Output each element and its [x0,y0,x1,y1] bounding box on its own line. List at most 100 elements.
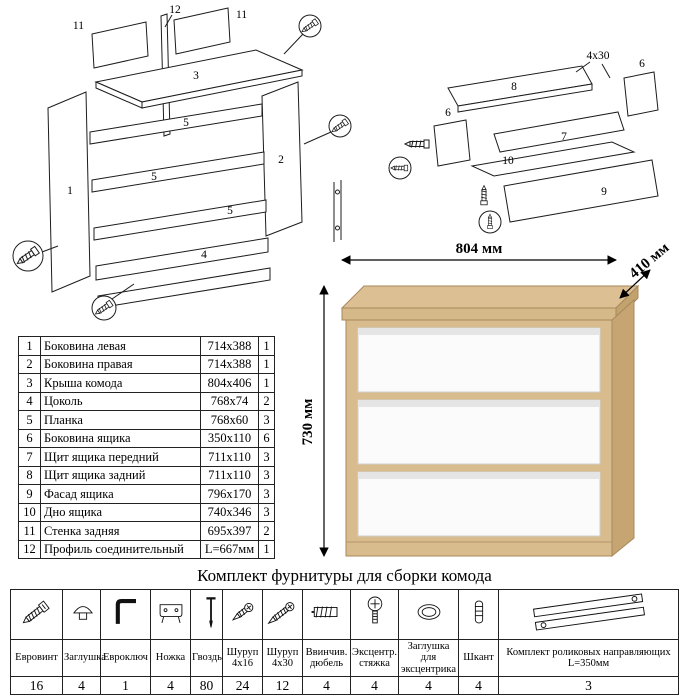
part-name: Крыша комода [40,373,201,393]
frame-part-right-side [261,81,303,237]
screw-4x30-icon [267,602,295,625]
frame-part-rail-3 [93,199,267,241]
part-qty: 2 [258,521,275,541]
screw-callout-icon [480,185,488,206]
part-qty: 3 [258,484,275,504]
hw-name: Ввинчив. дюбель [302,639,351,677]
screw-callout-icon [404,139,430,149]
part-qty: 1 [258,336,275,356]
frame-part-back-panel-left [91,21,149,69]
drawer-part-front [493,111,625,153]
hw-qty: 4 [150,676,191,695]
frame-part-rail-1 [89,103,263,145]
hw-qty: 16 [10,676,63,695]
part-qty: 3 [258,465,275,485]
hw-name: Заглушка [62,639,106,677]
screw-4x16-icon [231,602,254,621]
part-qty: 1 [258,373,275,393]
hw-icon-cell [262,589,303,640]
part-name: Боковина ящика [40,428,201,448]
hw-qty: 12 [262,676,303,695]
hw-qty: 3 [498,676,679,695]
part-qty: 3 [258,502,275,522]
part-label-6a: 6 [445,107,451,119]
part-qty: 1 [258,354,275,374]
part-number: 12 [18,539,41,559]
hw-qty: 1 [100,676,151,695]
part-qty: 6 [258,428,275,448]
hw-qty: 4 [398,676,459,695]
part-number: 4 [18,391,41,411]
hw-name: Шуруп 4х30 [262,639,303,677]
drawer-exploded-diagram: 8 4x30 6 6 7 10 9 [388,50,659,234]
part-label-12: 12 [169,4,181,16]
height-dimension-label: 730 мм [300,399,316,446]
hw-qty: 4 [350,676,399,695]
cam-lock-icon [367,596,382,624]
hardware-names-row: Евровинт Заглушка Евроключ Ножка Гвоздь … [10,639,679,677]
drawer-part-bottom [470,141,636,177]
part-label-5c: 5 [227,205,233,217]
part-name: Стенка задняя [40,521,201,541]
frame-part-plinth-1 [95,237,269,281]
part-number: 8 [18,465,41,485]
part-number: 9 [18,484,41,504]
part-size: 804x406 [200,373,259,393]
part-label-6b: 6 [639,58,645,70]
drawer-slide-glyph [333,180,342,242]
part-label-1: 1 [67,185,73,197]
part-size: 711x110 [200,465,259,485]
part-size: 711x110 [200,447,259,467]
drawer-part-side-right [623,71,659,117]
depth-dimension-arrow [619,269,651,299]
part-size: L=667мм [200,539,259,559]
drawer-front-3 [357,471,601,537]
hw-icon-cell [62,589,101,640]
hw-name: Шкант [458,639,499,677]
hw-name: Гвоздь [190,639,223,677]
hw-qty: 4 [302,676,351,695]
part-name: Боковина правая [40,354,201,374]
part-label-7: 7 [561,131,567,143]
part-number: 6 [18,428,41,448]
hw-name: Евроключ [100,639,151,677]
part-name: Фасад ящика [40,484,201,504]
part-number: 11 [18,521,41,541]
frame-part-top-edge2 [141,69,303,109]
drawer-part-back-edge [457,83,593,113]
part-label-5a: 5 [183,117,189,129]
hardware-table: Евровинт Заглушка Евроключ Ножка Гвоздь … [10,589,679,695]
hw-name: Ножка [150,639,191,677]
plug-icon [73,606,93,620]
hw-name: Заглушка для эксцентрика [398,639,459,677]
hw-qty: 4 [458,676,499,695]
chest-right-side [611,298,635,558]
hardware-qtys-row: 16 4 1 4 80 24 12 4 4 4 4 3 [10,676,679,695]
frame-part-back-panel-right [173,7,231,55]
hw-icon-cell [302,589,351,640]
part-name: Планка [40,410,201,430]
part-number: 7 [18,447,41,467]
part-label-9: 9 [601,186,607,198]
width-dimension-label: 804 мм [456,241,503,257]
part-number: 1 [18,336,41,356]
chest-top-front-edge [341,307,617,321]
hw-icon-cell [458,589,499,640]
part-name: Цоколь [40,391,201,411]
drawer-front-1 [357,327,601,393]
part-size: 695x397 [200,521,259,541]
part-name: Боковина левая [40,336,201,356]
part-qty: 2 [258,391,275,411]
